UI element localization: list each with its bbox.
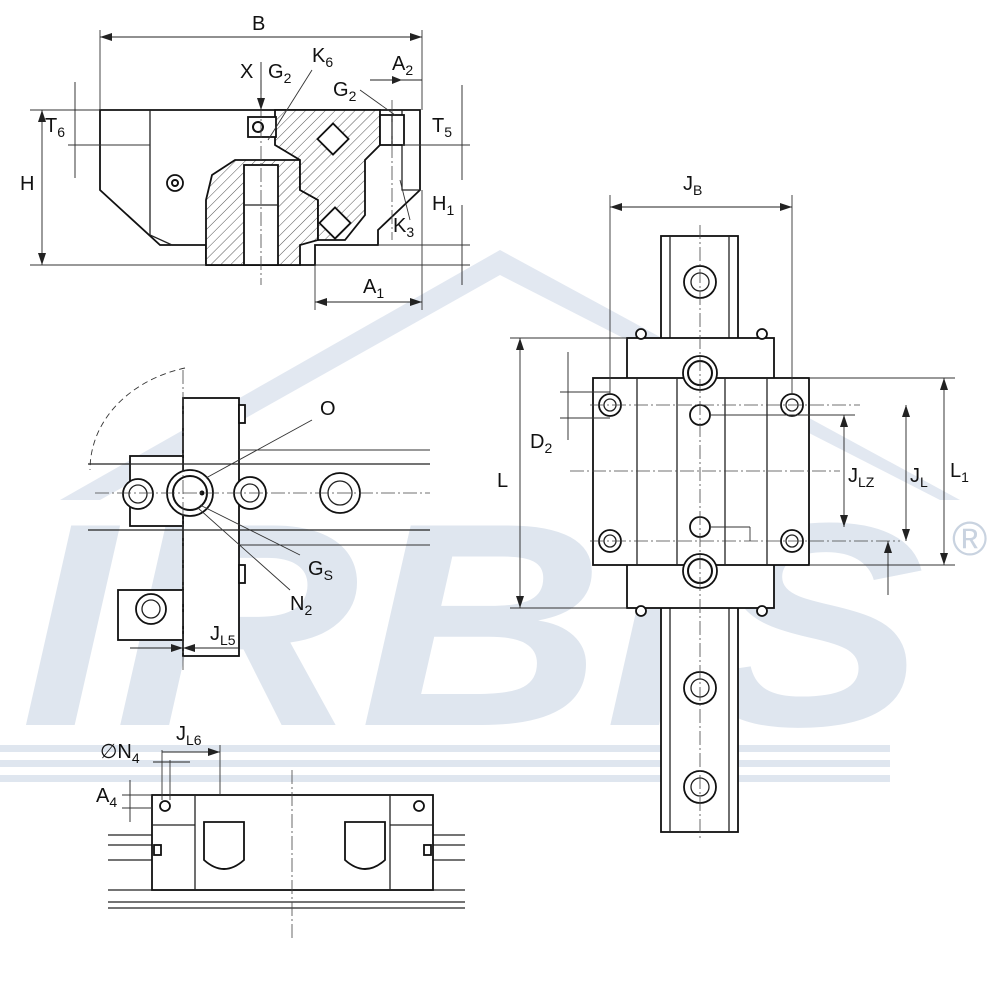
label-L: L bbox=[497, 470, 508, 492]
label-A2: A2 bbox=[392, 53, 413, 78]
label-JL6: JL6 bbox=[176, 723, 202, 748]
label-D2: D2 bbox=[530, 431, 552, 456]
label-JB: JB bbox=[683, 173, 702, 198]
label-N4: ∅N4 bbox=[100, 741, 140, 766]
cross-section-dimensions bbox=[30, 30, 470, 310]
label-N2: N2 bbox=[290, 593, 312, 618]
label-O: O bbox=[320, 398, 336, 420]
label-A4: A4 bbox=[96, 785, 117, 810]
top-view-dimensions bbox=[510, 195, 955, 609]
label-K3: K3 bbox=[393, 215, 414, 240]
label-G2-right: G2 bbox=[333, 79, 357, 104]
label-H: H bbox=[20, 173, 34, 195]
side-view bbox=[108, 770, 465, 940]
side-view-dimensions bbox=[122, 745, 221, 822]
label-GS: GS bbox=[308, 558, 333, 583]
label-T5: T5 bbox=[432, 115, 452, 140]
label-JL: JL bbox=[910, 465, 928, 490]
detail-view bbox=[88, 367, 430, 670]
label-L1: L1 bbox=[950, 460, 969, 485]
cross-section-view bbox=[99, 80, 421, 285]
label-T6: T6 bbox=[45, 115, 65, 140]
watermark-registered-mark: ® bbox=[952, 513, 987, 566]
label-A1: A1 bbox=[363, 276, 384, 301]
detail-dimensions bbox=[130, 419, 313, 652]
label-JL5: JL5 bbox=[210, 623, 236, 648]
top-view bbox=[570, 225, 900, 840]
label-B: B bbox=[252, 13, 265, 35]
label-JLZ: JLZ bbox=[848, 465, 875, 490]
label-X: X bbox=[240, 61, 253, 83]
label-H1: H1 bbox=[432, 193, 454, 218]
label-K6: K6 bbox=[312, 45, 333, 70]
label-G2-top: G2 bbox=[268, 61, 292, 86]
